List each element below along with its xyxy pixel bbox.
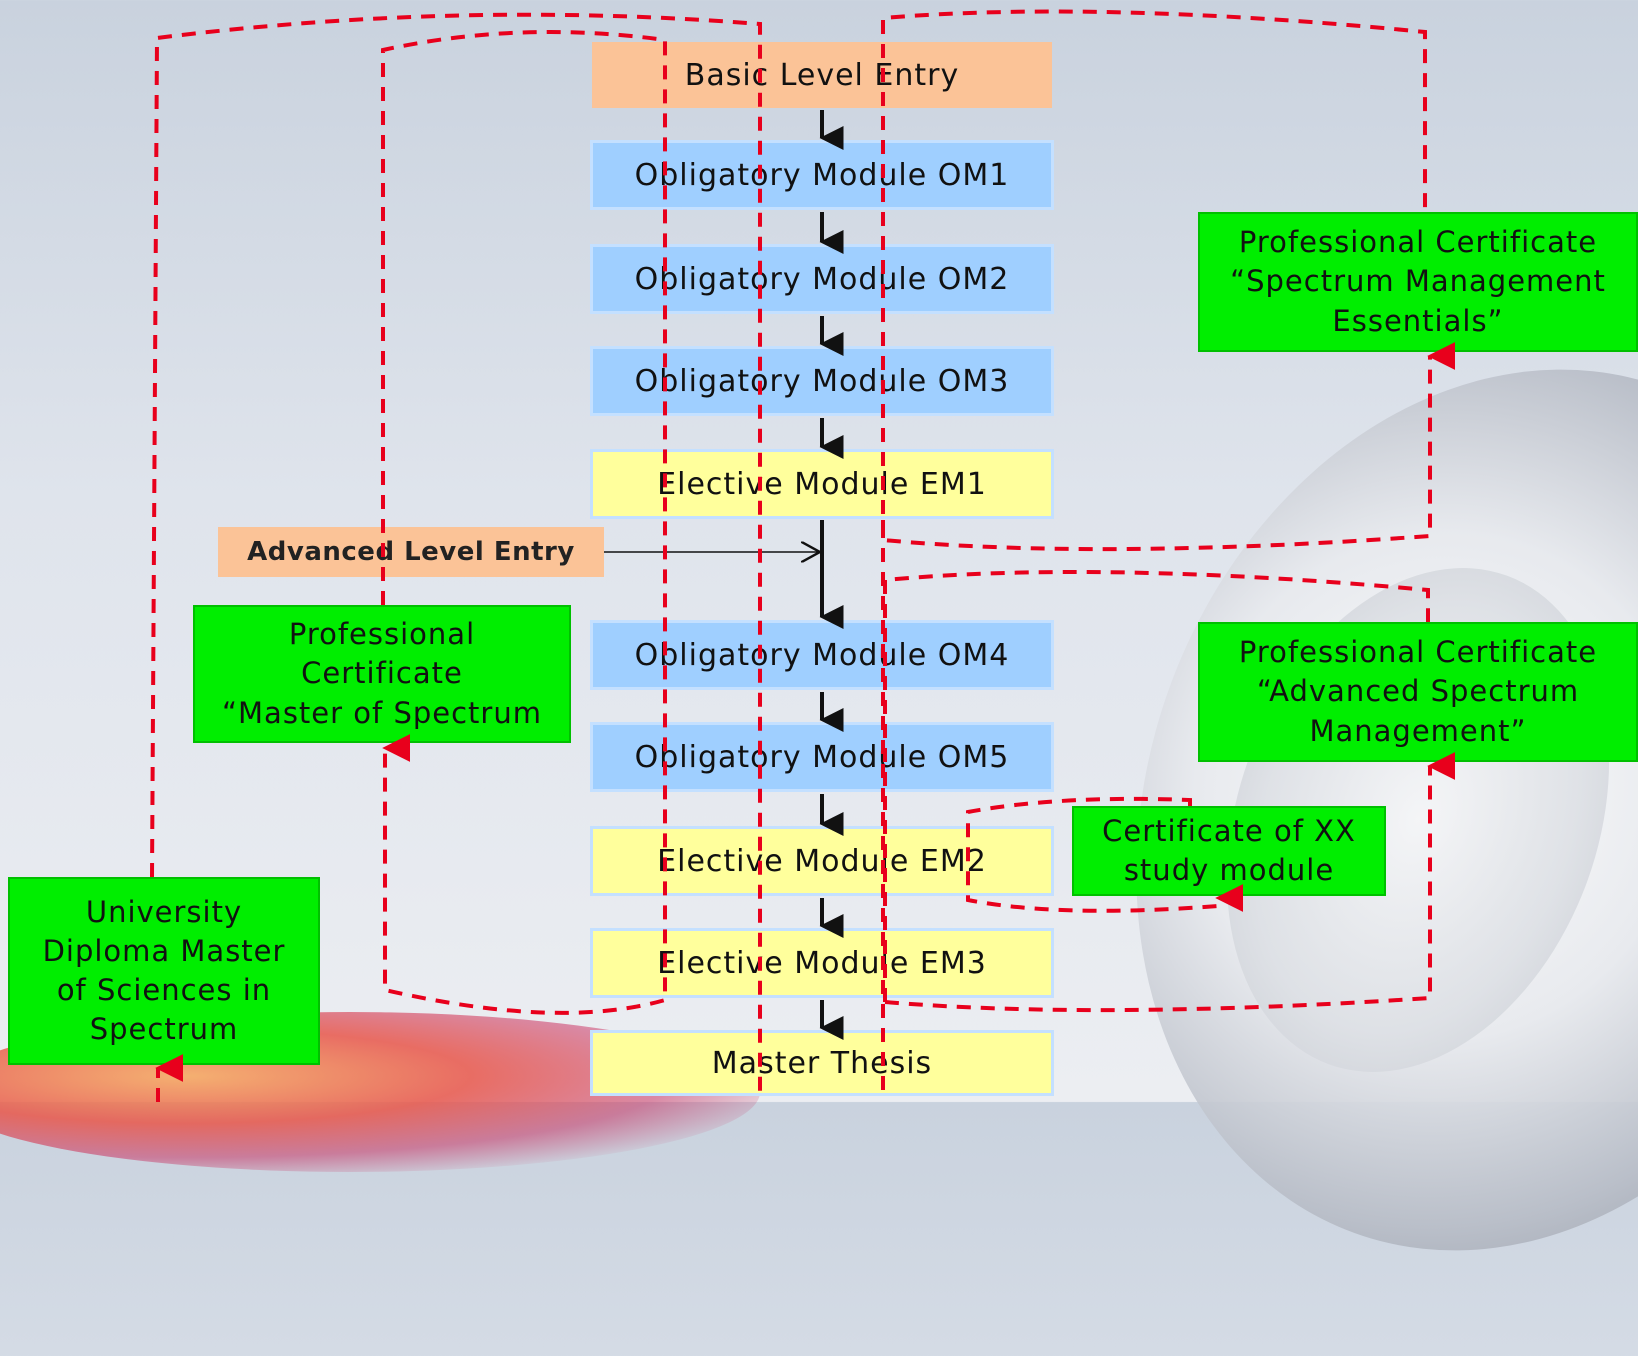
cert-line: Certificate of XX: [1102, 813, 1356, 848]
certificate-paths: [150, 9, 1456, 1102]
cert-line: Essentials”: [1332, 303, 1504, 338]
cert-master-of-spectrum: Professional Certificate “Master of Spec…: [193, 605, 571, 743]
cert-line: “Spectrum Management: [1230, 264, 1606, 299]
cert-line: Diploma Master: [42, 933, 286, 968]
cert-advanced-spectrum: Professional Certificate “Advanced Spect…: [1198, 622, 1638, 762]
module-om5: Obligatory Module OM5: [590, 722, 1054, 792]
path-xx-module: [966, 796, 1244, 913]
basic-level-entry: Basic Level Entry: [592, 42, 1052, 108]
path-master-spectrum: [381, 30, 667, 1015]
cert-xx-study-module: Certificate of XX study module: [1072, 806, 1386, 896]
cert-line: “Advanced Spectrum: [1256, 674, 1580, 709]
module-om1: Obligatory Module OM1: [590, 140, 1054, 210]
module-om2: Obligatory Module OM2: [590, 244, 1054, 314]
cert-line: Certificate: [301, 656, 463, 691]
cert-university-diploma: University Diploma Master of Sciences in…: [8, 877, 320, 1065]
module-em3: Elective Module EM3: [590, 928, 1054, 998]
module-em2: Elective Module EM2: [590, 826, 1054, 896]
cert-line: Management”: [1309, 713, 1527, 748]
connector-overlay: [150, 9, 1456, 1102]
advanced-level-entry: Advanced Level Entry: [218, 527, 604, 577]
path-advanced-spectrum-return: [884, 752, 1456, 1013]
path-advanced-spectrum: [883, 570, 1430, 1002]
cert-line: “Master of Spectrum: [222, 695, 542, 730]
path-university-diploma: [150, 12, 762, 1096]
module-em1: Elective Module EM1: [590, 449, 1054, 519]
cert-line: study module: [1123, 853, 1335, 887]
cert-line: Professional Certificate: [1238, 225, 1598, 260]
cert-spectrum-essentials: Professional Certificate “Spectrum Manag…: [1198, 212, 1638, 352]
path-spectrum-essentials: [881, 9, 1427, 1090]
cert-line: Professional: [288, 617, 476, 652]
path-spectrum-essentials-return: [881, 342, 1456, 552]
cert-line: of Sciences in: [56, 973, 272, 1007]
module-om3: Obligatory Module OM3: [590, 346, 1054, 416]
cert-line: University: [85, 894, 243, 929]
cert-line: Professional Certificate: [1238, 635, 1598, 670]
cert-line: Spectrum: [89, 1012, 239, 1047]
